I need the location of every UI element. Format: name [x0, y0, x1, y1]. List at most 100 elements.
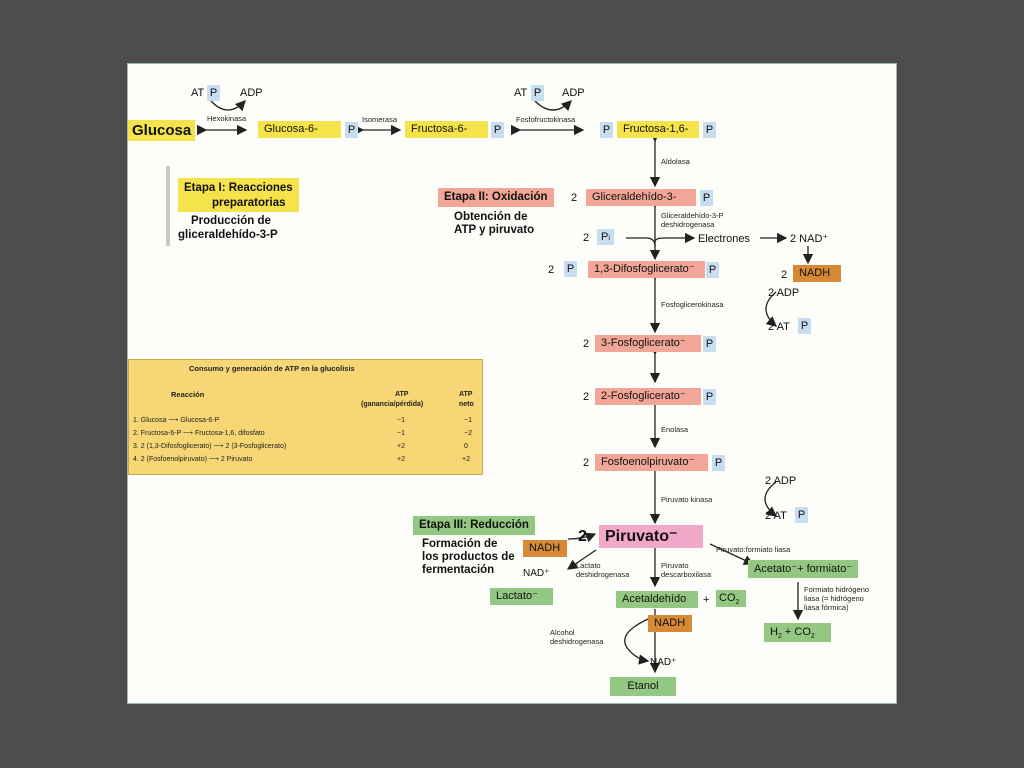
adp-label-right: ADP — [562, 87, 585, 99]
atp-2b-label: 2 AT — [765, 510, 787, 522]
nadh-box: NADH — [523, 540, 567, 557]
formiato-hid-label-1: Formiato hidrógeno — [804, 585, 870, 594]
atp-adp-curve-1 — [210, 100, 246, 112]
plus-sign: + — [703, 594, 710, 606]
phosphate-badge: P — [798, 318, 811, 334]
piruvato-kinasa-label: Piruvato kinasa — [661, 495, 713, 504]
phosphate-badge: P — [600, 122, 613, 138]
dos-fosfoglicerato-box: 2-Fosfoglicerato⁻ — [595, 388, 701, 405]
fosfoglicerokinasa-label: Fosfoglicerokinasa — [661, 300, 724, 309]
coef-2: 2 — [781, 269, 788, 281]
aldolasa-label: Aldolasa — [661, 157, 690, 166]
etapa1-bar — [166, 166, 170, 246]
etapa2-sub-1: Obtención de — [454, 211, 528, 223]
adp-atp-curve-2 — [764, 481, 778, 517]
tres-fosfoglicerato-box: 3-Fosfoglicerato⁻ — [595, 335, 701, 352]
table-col-atp2-sub: neto — [459, 401, 474, 408]
table-row-neto: −2 — [464, 430, 472, 437]
etanol-box: Etanol — [610, 677, 676, 696]
etapa3-sub-3: fermentación — [422, 564, 495, 576]
g3pdh-label-2: deshidrogenasa — [661, 220, 715, 229]
piruvato-desc-label-2: descarboxilasa — [661, 570, 712, 579]
electrones-branch — [654, 232, 696, 244]
phosphate-badge: P — [703, 122, 716, 138]
table-col-reaccion: Reacción — [171, 390, 205, 399]
nad-plus-2: 2 NAD⁺ — [790, 233, 829, 245]
etapa3-title: Etapa III: Reducción — [413, 516, 535, 535]
phosphate-badge: P — [345, 122, 358, 138]
coef-2: 2 — [583, 232, 590, 244]
pi-inflow — [626, 237, 656, 247]
fructosa16-box: Fructosa-1,6- — [617, 121, 699, 138]
phosphate-badge: P — [491, 122, 504, 138]
atp-label-left: AT — [191, 87, 205, 99]
co2-box: CO2 — [716, 590, 746, 607]
etapa2-sub-2: ATP y piruvato — [454, 224, 535, 236]
diagram-page: AT P ADP AT P ADP Glucosa Hexokinasa Glu… — [127, 63, 897, 704]
etapa2-title: Etapa II: Oxidación — [438, 188, 554, 207]
piruvato-box: Piruvato⁻ — [599, 525, 703, 548]
etapa3-sub-2: los productos de — [422, 551, 515, 563]
etapa3-sub-1: Formación de — [422, 538, 498, 550]
arrows-layer — [196, 100, 814, 674]
gliceraldehido-box: Gliceraldehído-3- — [586, 189, 696, 206]
piruvato-lactato-arrow — [566, 549, 597, 570]
piruvato-formiato-arrow — [709, 543, 755, 565]
atp-table: Consumo y generación de ATP en la glucol… — [128, 359, 483, 475]
table-row-reaccion: 4. 2 (Fosfoenolpiruvato) ⟶ 2 Piruvato — [133, 456, 253, 463]
table-title: Consumo y generación de ATP en la glucol… — [189, 364, 355, 373]
acetato-formiato-box: Acetato⁻+ formiato⁻ — [748, 560, 858, 578]
phosphate-badge: P — [700, 190, 713, 206]
phosphate-badge: P — [795, 507, 808, 523]
table-row-ganancia: +2 — [397, 443, 405, 450]
phosphate-badge: P — [706, 262, 719, 278]
alcohol-dh-curve — [624, 618, 650, 665]
adp-label-left: ADP — [240, 87, 263, 99]
lactato-dh-label-2: deshidrogenasa — [576, 570, 630, 579]
table-row-ganancia: +2 — [397, 456, 405, 463]
table-row-ganancia: −1 — [397, 417, 405, 424]
enolasa-label: Enolasa — [661, 425, 689, 434]
etapa1-title-line1: Etapa I: Reacciones — [184, 182, 293, 194]
table-row-reaccion: 2. Fructosa-6-P ⟶ Fructosa-1,6, difosfat… — [133, 430, 265, 437]
fosfoenolpiruvato-box: Fosfoenolpiruvato⁻ — [595, 454, 708, 471]
pi-badge: Pi — [597, 229, 614, 245]
alcohol-dh-label-2: deshidrogenasa — [550, 637, 604, 646]
nad-plus-label: NAD⁺ — [523, 568, 550, 579]
glucosa-box: Glucosa — [128, 120, 196, 141]
hexokinasa-label: Hexokinasa — [207, 114, 247, 123]
coef-2: 2 — [583, 391, 590, 403]
formiato-hid-label-3: liasa fórmica) — [804, 603, 849, 612]
table-row-neto: +2 — [462, 456, 470, 463]
fosfofructokinasa-label: Fosfofructokinasa — [516, 115, 576, 124]
isomerasa-label: Isomerasa — [362, 115, 398, 124]
lactato-box: Lactato⁻ — [490, 588, 553, 605]
etapa1-title-line2: preparatorias — [212, 197, 286, 209]
acetaldehido-box: Acetaldehído — [616, 591, 698, 608]
phosphate-badge: P — [712, 455, 725, 471]
etapa1-sub-1: Producción de — [191, 215, 271, 227]
nad-plus-label: NAD⁺ — [650, 657, 677, 668]
phosphate-badge: P — [531, 85, 544, 101]
phosphate-badge: P — [207, 85, 220, 101]
coef-2: 2 — [571, 192, 578, 204]
table-row-neto: 0 — [464, 443, 468, 450]
etapa1-sub-2: gliceraldehído-3-P — [178, 229, 278, 241]
table-row-reaccion: 3. 2 (1,3-Difosfoglicerato) ⟶ 2 (3-Fosfo… — [133, 443, 287, 450]
table-col-atp2: ATP — [459, 391, 473, 398]
atp-label-right: AT — [514, 87, 528, 99]
coef-2: 2 — [583, 338, 590, 350]
coef-2: 2 — [548, 264, 555, 276]
nadh-box: NADH — [793, 265, 841, 282]
glucosa6-box: Glucosa-6- — [258, 121, 341, 138]
etapa1-title: Etapa I: Reacciones preparatorias — [178, 178, 299, 212]
table-row-neto: −1 — [464, 417, 472, 424]
phosphate-badge: P — [703, 336, 716, 352]
difosfoglicerato-box: 1,3-Difosfoglicerato⁻ — [588, 261, 705, 278]
formiato-hid-label-2: liasa (= hidrógeno — [804, 594, 864, 603]
phosphate-badge: P — [564, 261, 577, 277]
piruvato-desc-label-1: Piruvato — [661, 561, 689, 570]
atp-2-label: 2 AT — [768, 321, 790, 333]
nadh-box: NADH — [648, 615, 692, 632]
table-row-ganancia: −1 — [397, 430, 405, 437]
